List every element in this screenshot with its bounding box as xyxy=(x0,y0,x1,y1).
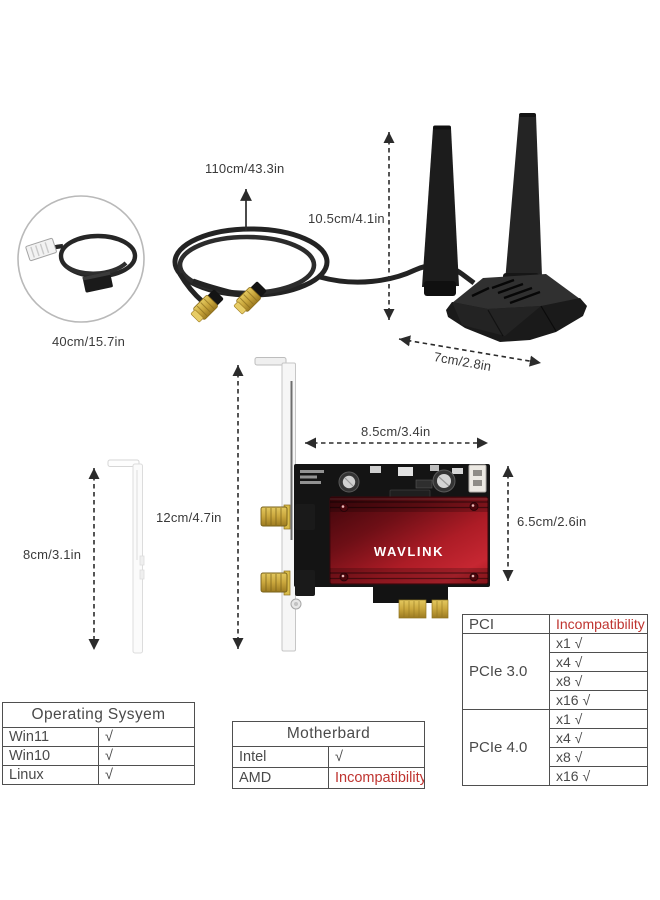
antenna-right-tip xyxy=(519,113,536,117)
pcie3-slot: x16 √ xyxy=(549,690,648,710)
os-label: Win10 xyxy=(2,746,99,766)
antenna-stand xyxy=(422,113,587,342)
usb-cable-loop2 xyxy=(64,261,128,276)
inset-circle xyxy=(17,195,145,323)
os-check: √ xyxy=(98,765,195,785)
os-table-header-row: Operating Sysyem xyxy=(2,702,195,728)
sma-connector-right xyxy=(233,281,267,315)
dimension-label-card-width: 8.5cm/3.4in xyxy=(361,424,431,439)
heatsink xyxy=(329,496,489,585)
os-row-linux: Linux √ xyxy=(2,765,195,785)
bracket-screw-center xyxy=(294,602,298,606)
pci-row: PCIe 3.0 x1 √ xyxy=(462,633,648,710)
dimension-label-bracket-low: 8cm/3.1in xyxy=(23,547,82,562)
usb-header-connector-black xyxy=(82,271,113,293)
pci-row: x16 √ xyxy=(463,766,648,786)
capacitor-left xyxy=(338,471,360,493)
dimension-label-antenna-cable: 110cm/43.3in xyxy=(205,161,285,176)
dimension-label-card-height: 6.5cm/2.6in xyxy=(517,514,587,529)
pci-row-header: PCI Incompatibility xyxy=(462,614,648,634)
pcie4-slot: x8 √ xyxy=(549,747,648,767)
usb-cable-inset xyxy=(17,195,145,323)
pcie3-slot: x4 √ xyxy=(549,652,648,672)
full-height-bracket xyxy=(254,357,296,652)
dimension-label-usb-cable: 40cm/15.7in xyxy=(52,334,126,349)
sma-connector-left xyxy=(190,289,224,323)
pci-incompatibility: Incompatibility xyxy=(549,614,648,634)
os-label: Linux xyxy=(2,765,99,785)
os-check: √ xyxy=(98,746,195,766)
pci-label: PCI xyxy=(462,614,550,634)
base-facet xyxy=(452,302,541,336)
pcie3-slot: x1 √ xyxy=(549,633,648,653)
antenna-right xyxy=(505,115,542,282)
heatsink-screws xyxy=(339,502,479,582)
mb-table-title: Motherbard xyxy=(232,721,425,747)
os-table: Operating Sysyem Win11 √ Win10 √ Linux √ xyxy=(2,702,195,785)
arrow-7cm xyxy=(398,335,542,367)
pcie4-slot: x1 √ xyxy=(549,709,648,729)
os-check: √ xyxy=(98,727,195,747)
pcie-edge-connector xyxy=(373,586,449,619)
mb-label: AMD xyxy=(232,767,329,789)
sma-port-top xyxy=(260,504,315,530)
antenna-pigtail-cables xyxy=(172,226,476,323)
measure-arrows xyxy=(88,132,542,650)
pcie3-slot: x8 √ xyxy=(549,671,648,691)
pci-row: PCIe 4.0 x1 √ xyxy=(462,709,648,786)
pcie4-slot: x16 √ xyxy=(549,766,648,786)
pcie4-slot: x4 √ xyxy=(549,728,648,748)
dimension-label-antenna-height: 10.5cm/4.1in xyxy=(308,211,385,226)
dimension-label-bracket-full: 12cm/4.7in xyxy=(156,510,222,525)
low-profile-bracket xyxy=(107,459,145,654)
pci-row: x8 √ xyxy=(463,747,648,767)
usb-header-connector-white xyxy=(25,237,57,262)
os-row-win11: Win11 √ xyxy=(2,727,195,747)
mb-table-header-row: Motherbard xyxy=(232,721,425,747)
mb-incompatibility: Incompatibility xyxy=(328,767,425,789)
mb-row-intel: Intel √ xyxy=(232,746,425,768)
pci-table: PCI Incompatibility PCIe 3.0 x1 √ x4 √ x… xyxy=(462,614,648,786)
antenna-left-tip xyxy=(433,125,451,130)
pcie3-label: PCIe 3.0 xyxy=(462,633,550,710)
pcie-card xyxy=(260,464,490,619)
antenna-left-hinge xyxy=(424,281,456,296)
wavlink-logo: WAVLINK xyxy=(373,544,445,559)
base-vents xyxy=(471,278,541,305)
sma-port-bottom xyxy=(260,570,315,596)
os-label: Win11 xyxy=(2,727,99,747)
capacitor-right xyxy=(432,469,456,493)
mb-row-amd: AMD Incompatibility xyxy=(232,767,425,789)
antenna-left xyxy=(422,128,459,287)
pigtail-tail-b xyxy=(192,278,246,299)
pcie4-label: PCIe 4.0 xyxy=(462,709,550,786)
motherboard-table: Motherbard Intel √ AMD Incompatibility xyxy=(232,721,425,789)
os-row-win10: Win10 √ xyxy=(2,746,195,766)
os-table-title: Operating Sysyem xyxy=(2,702,195,728)
mb-label: Intel xyxy=(232,746,329,768)
mb-check: √ xyxy=(328,746,425,768)
card-top-connector xyxy=(468,464,487,493)
base-top-face xyxy=(452,274,580,310)
pcb-silkscreen xyxy=(300,470,324,484)
